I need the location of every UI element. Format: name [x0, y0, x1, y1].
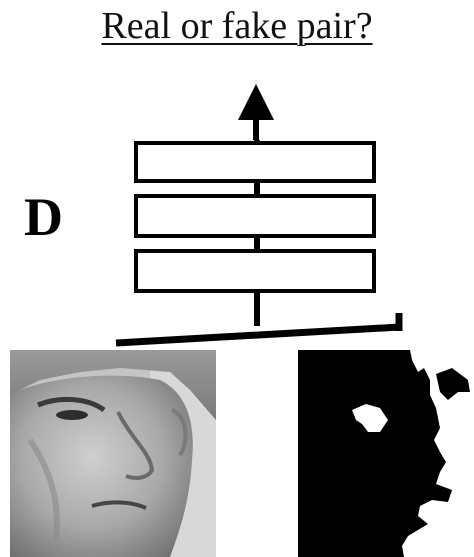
discriminator-label: D [24, 187, 63, 247]
face-segmentation-mask [298, 350, 470, 557]
network-layer-2 [134, 194, 376, 238]
input-connector [115, 313, 403, 347]
network-layer-1 [134, 141, 376, 183]
diagram-title: Real or fake pair? [101, 5, 373, 47]
network-layer-3 [134, 249, 376, 293]
output-arrow [238, 84, 274, 140]
face-photo [10, 350, 216, 557]
